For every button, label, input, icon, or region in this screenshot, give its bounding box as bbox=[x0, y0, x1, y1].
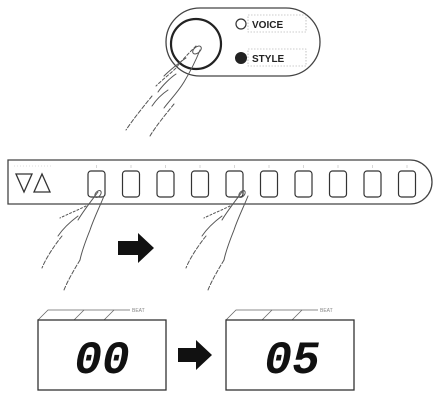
style-label: STYLE bbox=[252, 54, 285, 65]
number-key-2[interactable] bbox=[156, 170, 175, 198]
display-before-header bbox=[37, 309, 130, 321]
number-key-3[interactable] bbox=[190, 170, 210, 198]
display-before-beat-label: BEAT bbox=[132, 308, 145, 314]
mode-select-panel: VOICE STYLE bbox=[165, 7, 321, 77]
display-after: BEAT 05 bbox=[225, 308, 355, 391]
display-change-arrow bbox=[178, 340, 212, 370]
display-before-tick bbox=[103, 309, 115, 321]
number-key-6[interactable] bbox=[294, 170, 313, 198]
sequence-arrow-right bbox=[118, 233, 154, 263]
number-keys bbox=[87, 165, 417, 198]
display-after-beat-label: BEAT bbox=[320, 308, 333, 314]
display-after-value: 05 bbox=[264, 335, 319, 387]
number-key-5[interactable] bbox=[259, 170, 279, 198]
display-after-header bbox=[225, 309, 318, 321]
hand-pressing-mode-button bbox=[125, 45, 202, 137]
increment-button[interactable] bbox=[32, 172, 52, 193]
number-key-9[interactable] bbox=[397, 170, 417, 198]
display-after-screen bbox=[225, 319, 355, 391]
number-key-0[interactable] bbox=[87, 170, 106, 198]
number-key-4[interactable] bbox=[225, 170, 244, 198]
display-before-screen bbox=[37, 319, 167, 391]
voice-label-frame bbox=[247, 14, 307, 33]
number-key-8[interactable] bbox=[363, 170, 382, 198]
number-key-7[interactable] bbox=[328, 170, 348, 198]
display-before-tick bbox=[73, 309, 85, 321]
display-after-tick bbox=[291, 309, 303, 321]
voice-label: VOICE bbox=[252, 20, 283, 31]
style-led bbox=[235, 52, 247, 64]
display-before: BEAT 00 bbox=[37, 308, 167, 391]
number-button-panel bbox=[7, 159, 433, 205]
style-label-frame bbox=[247, 48, 307, 67]
number-key-1[interactable] bbox=[121, 170, 141, 198]
hand-pressing-key-1 bbox=[41, 190, 105, 291]
display-after-tick bbox=[261, 309, 273, 321]
mode-panel-frame bbox=[165, 7, 321, 77]
hand-pressing-key-6 bbox=[185, 190, 249, 291]
voice-led bbox=[235, 18, 247, 30]
decrement-button[interactable] bbox=[14, 173, 34, 194]
mode-select-button[interactable] bbox=[169, 17, 223, 71]
number-panel-frame bbox=[7, 159, 433, 205]
display-before-value: 00 bbox=[74, 335, 129, 387]
